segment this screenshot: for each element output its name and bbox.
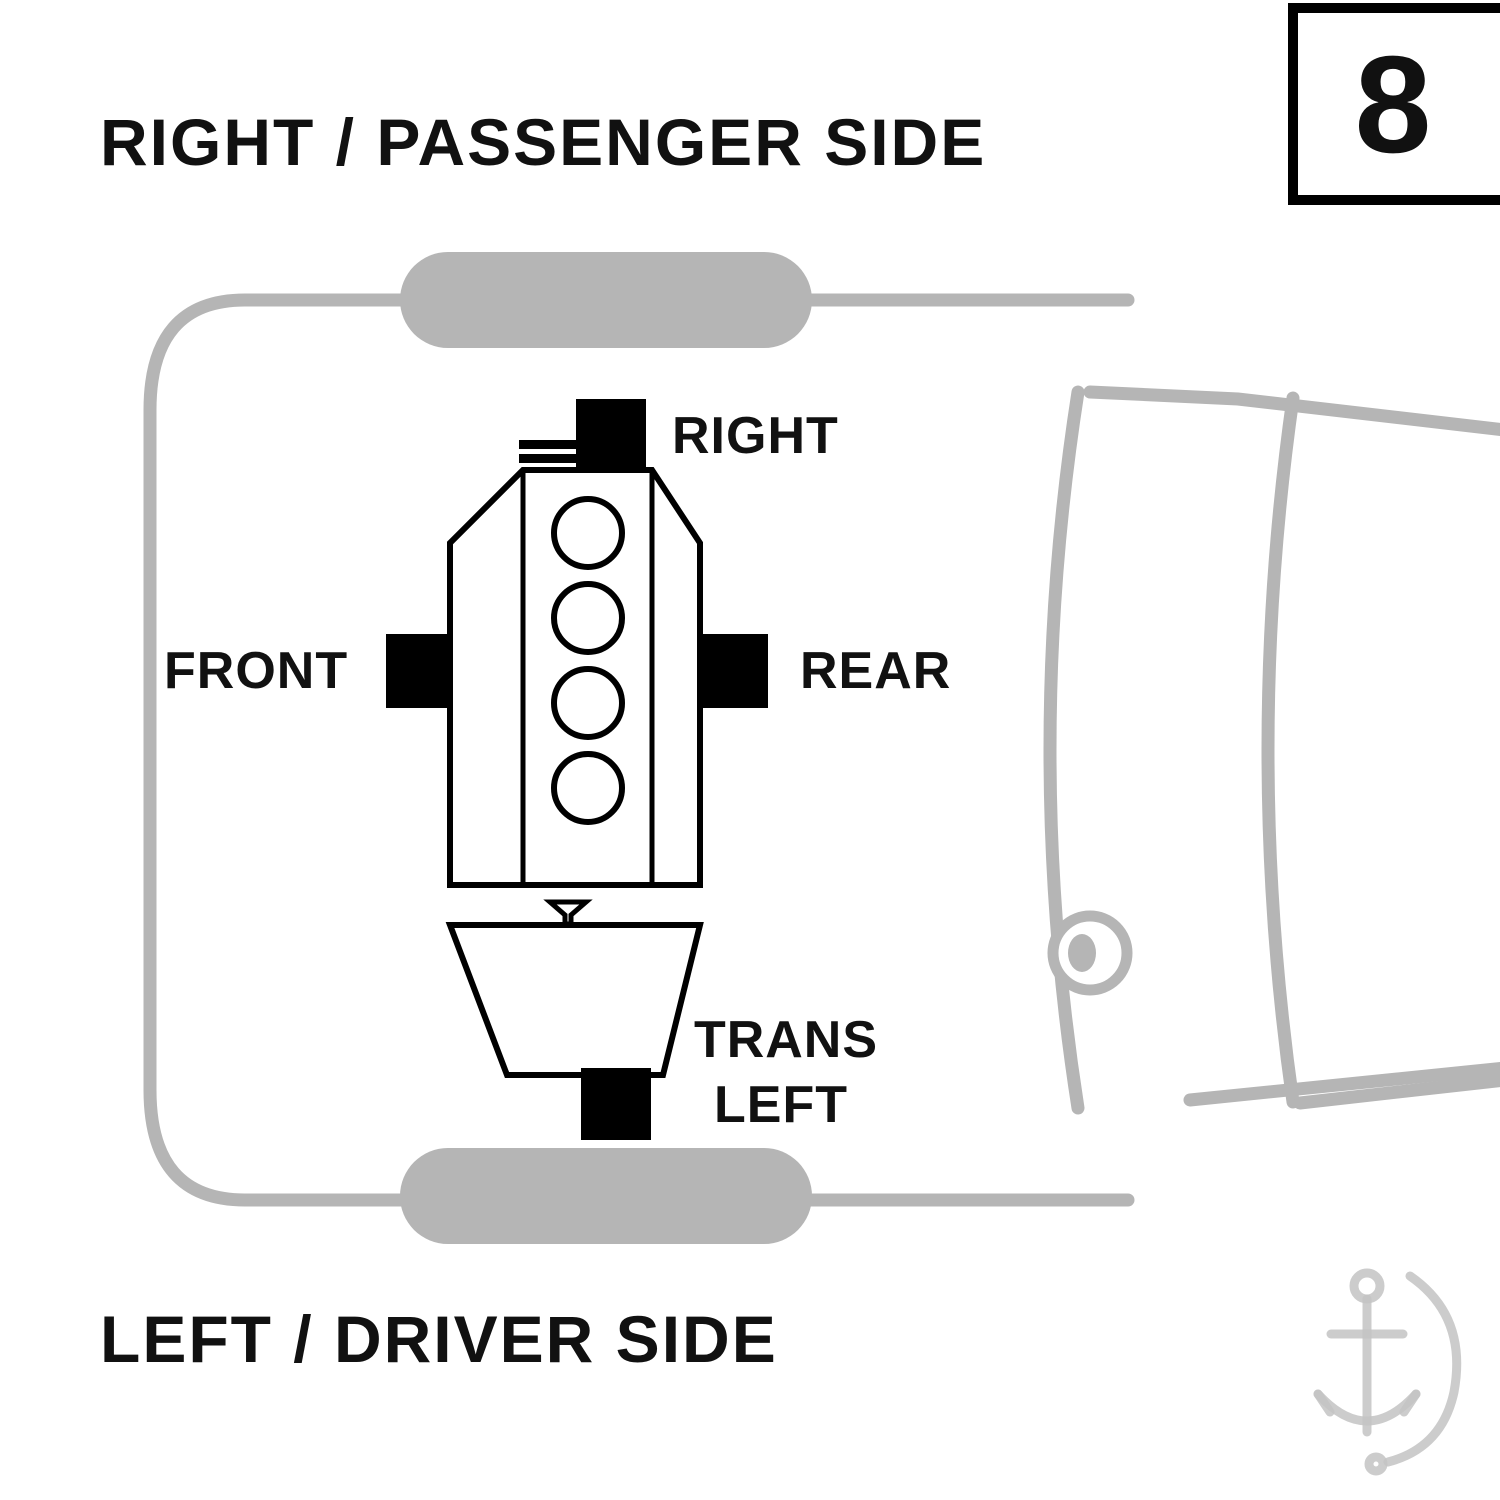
cylinder-3 xyxy=(551,666,625,740)
roof-line-top xyxy=(1083,385,1500,436)
mount-trans-left xyxy=(581,1068,651,1140)
label-mount-trans-line1: TRANS xyxy=(694,1011,878,1069)
car-body-outline xyxy=(143,293,1135,1207)
page-number-box: 8 xyxy=(1288,3,1500,205)
label-mount-rear: REAR xyxy=(800,642,951,700)
mount-rear xyxy=(702,634,768,708)
cylinder-2 xyxy=(551,581,625,655)
anchor-brand-watermark-icon xyxy=(1313,1268,1462,1476)
engine-4-cylinder-top-view-icon xyxy=(386,399,768,888)
mount-front xyxy=(386,634,448,708)
transmission-trapezoid-icon xyxy=(445,899,704,1140)
right-mount-pin-2 xyxy=(519,454,579,463)
transmission-outline xyxy=(445,922,704,1078)
page-number-frame xyxy=(1288,3,1500,205)
cylinder-1 xyxy=(551,496,625,570)
cylinder-4 xyxy=(551,751,625,825)
title-right-passenger-side: RIGHT / PASSENGER SIDE xyxy=(100,105,986,179)
roof-line-bottom-inner xyxy=(1293,1074,1500,1110)
page-number: 8 xyxy=(1355,28,1432,182)
windshield-roof-edge xyxy=(1261,391,1300,1109)
label-mount-trans-line2: LEFT xyxy=(714,1076,848,1134)
title-left-driver-side: LEFT / DRIVER SIDE xyxy=(100,1302,778,1376)
mount-right xyxy=(576,399,646,471)
trans-funnel-icon xyxy=(543,899,593,927)
car-top-view-outline-icon xyxy=(143,252,1500,1244)
label-mount-front: FRONT xyxy=(164,642,348,700)
label-mount-right: RIGHT xyxy=(672,407,839,465)
windshield-front-edge xyxy=(1043,385,1085,1115)
steering-wheel-hub xyxy=(1068,934,1096,972)
tire-right-front xyxy=(400,252,812,348)
roof-line-bottom-outer xyxy=(1183,1061,1500,1107)
right-mount-pin-1 xyxy=(519,440,579,449)
tire-left-front xyxy=(400,1148,812,1244)
